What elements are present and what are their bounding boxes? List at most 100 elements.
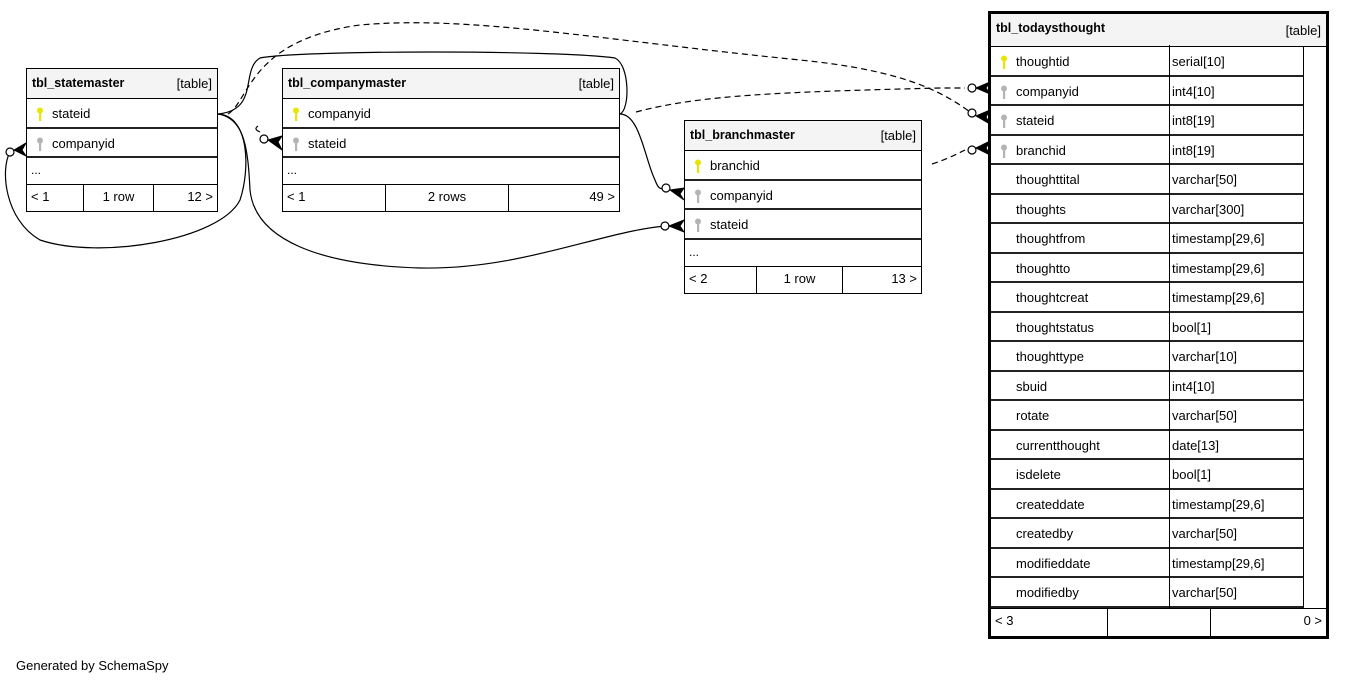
column-row[interactable]: companyid xyxy=(685,181,921,210)
column-row[interactable]: thoughttital varchar[50] xyxy=(991,163,1304,195)
table-companymaster[interactable]: tbl_companymaster [table] companyid stat… xyxy=(282,68,620,212)
table-branchmaster[interactable]: tbl_branchmaster [table] branchid compan… xyxy=(684,120,922,294)
column-row[interactable]: stateid xyxy=(685,210,921,240)
column-type: int8[19] xyxy=(1172,142,1215,158)
foreign-key-icon xyxy=(1001,144,1007,158)
children-count[interactable]: 13 > xyxy=(891,270,917,286)
column-row[interactable]: companyid xyxy=(283,99,619,129)
crowsfoot-arrow xyxy=(266,135,284,151)
column-row[interactable]: companyid xyxy=(27,129,217,158)
column-type: timestamp[29,6] xyxy=(1172,290,1265,305)
children-count[interactable]: 12 > xyxy=(187,189,213,204)
table-footer: < 3 0 > xyxy=(991,607,1326,636)
column-name: isdelete xyxy=(1016,467,1061,482)
column-name: createdby xyxy=(1016,526,1074,541)
column-row[interactable]: branchid int8[19] xyxy=(991,133,1304,165)
column-divider xyxy=(1169,192,1170,224)
children-count[interactable]: 49 > xyxy=(589,189,615,204)
column-divider xyxy=(1169,74,1170,106)
crowsfoot-arrow xyxy=(667,218,686,234)
column-type: timestamp[29,6] xyxy=(1172,231,1265,246)
crowsfoot-arrow xyxy=(668,187,686,201)
table-statemaster[interactable]: tbl_statemaster [table] stateid companyi… xyxy=(26,68,218,212)
column-divider xyxy=(1169,576,1170,608)
column-name: companyid xyxy=(52,135,115,151)
children-count[interactable]: 0 > xyxy=(1303,612,1322,628)
column-name: thoughtstatus xyxy=(1016,319,1095,335)
column-type: varchar[300] xyxy=(1172,201,1245,217)
column-name: companyid xyxy=(308,106,371,121)
column-name: thoughts xyxy=(1016,201,1066,217)
column-type: varchar[50] xyxy=(1172,408,1238,423)
column-name: modifieddate xyxy=(1016,555,1091,571)
column-divider xyxy=(1169,458,1170,490)
crowsfoot-arrow xyxy=(974,108,992,126)
column-row[interactable]: modifiedby varchar[50] xyxy=(991,576,1304,608)
foreign-key-icon xyxy=(1001,114,1007,128)
column-row[interactable]: branchid xyxy=(685,151,921,181)
column-name: thoughttital xyxy=(1016,172,1080,187)
column-type: date[13] xyxy=(1172,437,1219,453)
column-type: bool[1] xyxy=(1172,319,1212,335)
ellipsis: ... xyxy=(31,163,42,177)
column-type: varchar[50] xyxy=(1172,172,1238,187)
crowsfoot-circle xyxy=(5,147,15,157)
row-count: 1 row xyxy=(757,266,843,293)
primary-key-icon xyxy=(1001,55,1007,69)
column-divider xyxy=(1169,281,1170,313)
column-name: stateid xyxy=(1016,113,1055,128)
column-row[interactable]: stateid xyxy=(283,129,619,158)
crowsfoot-arrow xyxy=(974,80,992,96)
column-type: int4[10] xyxy=(1172,378,1215,394)
column-name: sbuid xyxy=(1016,378,1048,394)
table-name: tbl_branchmaster xyxy=(690,128,795,142)
column-divider xyxy=(1169,251,1170,283)
parents-count[interactable]: < 3 xyxy=(991,608,1108,636)
column-row[interactable]: thoughtstatus bool[1] xyxy=(991,310,1304,342)
column-row[interactable]: thoughts varchar[300] xyxy=(991,192,1304,224)
foreign-key-icon xyxy=(695,189,701,203)
column-name: stateid xyxy=(308,135,347,151)
column-name: modifiedby xyxy=(1016,585,1079,600)
column-name: thoughttype xyxy=(1016,349,1084,364)
column-name: currentthought xyxy=(1016,437,1100,453)
table-name: tbl_statemaster xyxy=(32,76,125,90)
column-row[interactable]: sbuid int4[10] xyxy=(991,369,1304,401)
ellipsis: ... xyxy=(689,244,700,259)
column-type: timestamp[29,6] xyxy=(1172,260,1265,276)
table-footer: < 1 2 rows 49 > xyxy=(283,185,619,211)
crowsfoot-circle xyxy=(259,134,269,144)
table-kind: [table] xyxy=(1285,23,1321,38)
primary-key-icon xyxy=(293,107,299,121)
column-divider xyxy=(1169,487,1170,519)
foreign-key-icon xyxy=(293,137,299,151)
rel-company-thought xyxy=(635,87,965,113)
parents-count[interactable]: < 2 xyxy=(685,266,757,293)
column-type: varchar[50] xyxy=(1172,585,1238,600)
column-row[interactable]: currentthought date[13] xyxy=(991,428,1304,460)
column-divider xyxy=(1169,517,1170,549)
column-divider xyxy=(1169,340,1170,372)
parents-count[interactable]: < 1 xyxy=(27,185,84,211)
column-name: thoughtid xyxy=(1016,54,1070,69)
table-header: tbl_branchmaster [table] xyxy=(685,121,921,151)
column-divider xyxy=(1169,399,1170,431)
column-row[interactable]: stateid xyxy=(27,99,217,129)
column-type: serial[10] xyxy=(1172,54,1225,69)
table-kind: [table] xyxy=(176,76,212,91)
parents-count[interactable]: < 1 xyxy=(283,185,386,211)
column-row[interactable]: thoughtid serial[10] xyxy=(991,45,1304,77)
column-name: branchid xyxy=(1016,142,1066,158)
